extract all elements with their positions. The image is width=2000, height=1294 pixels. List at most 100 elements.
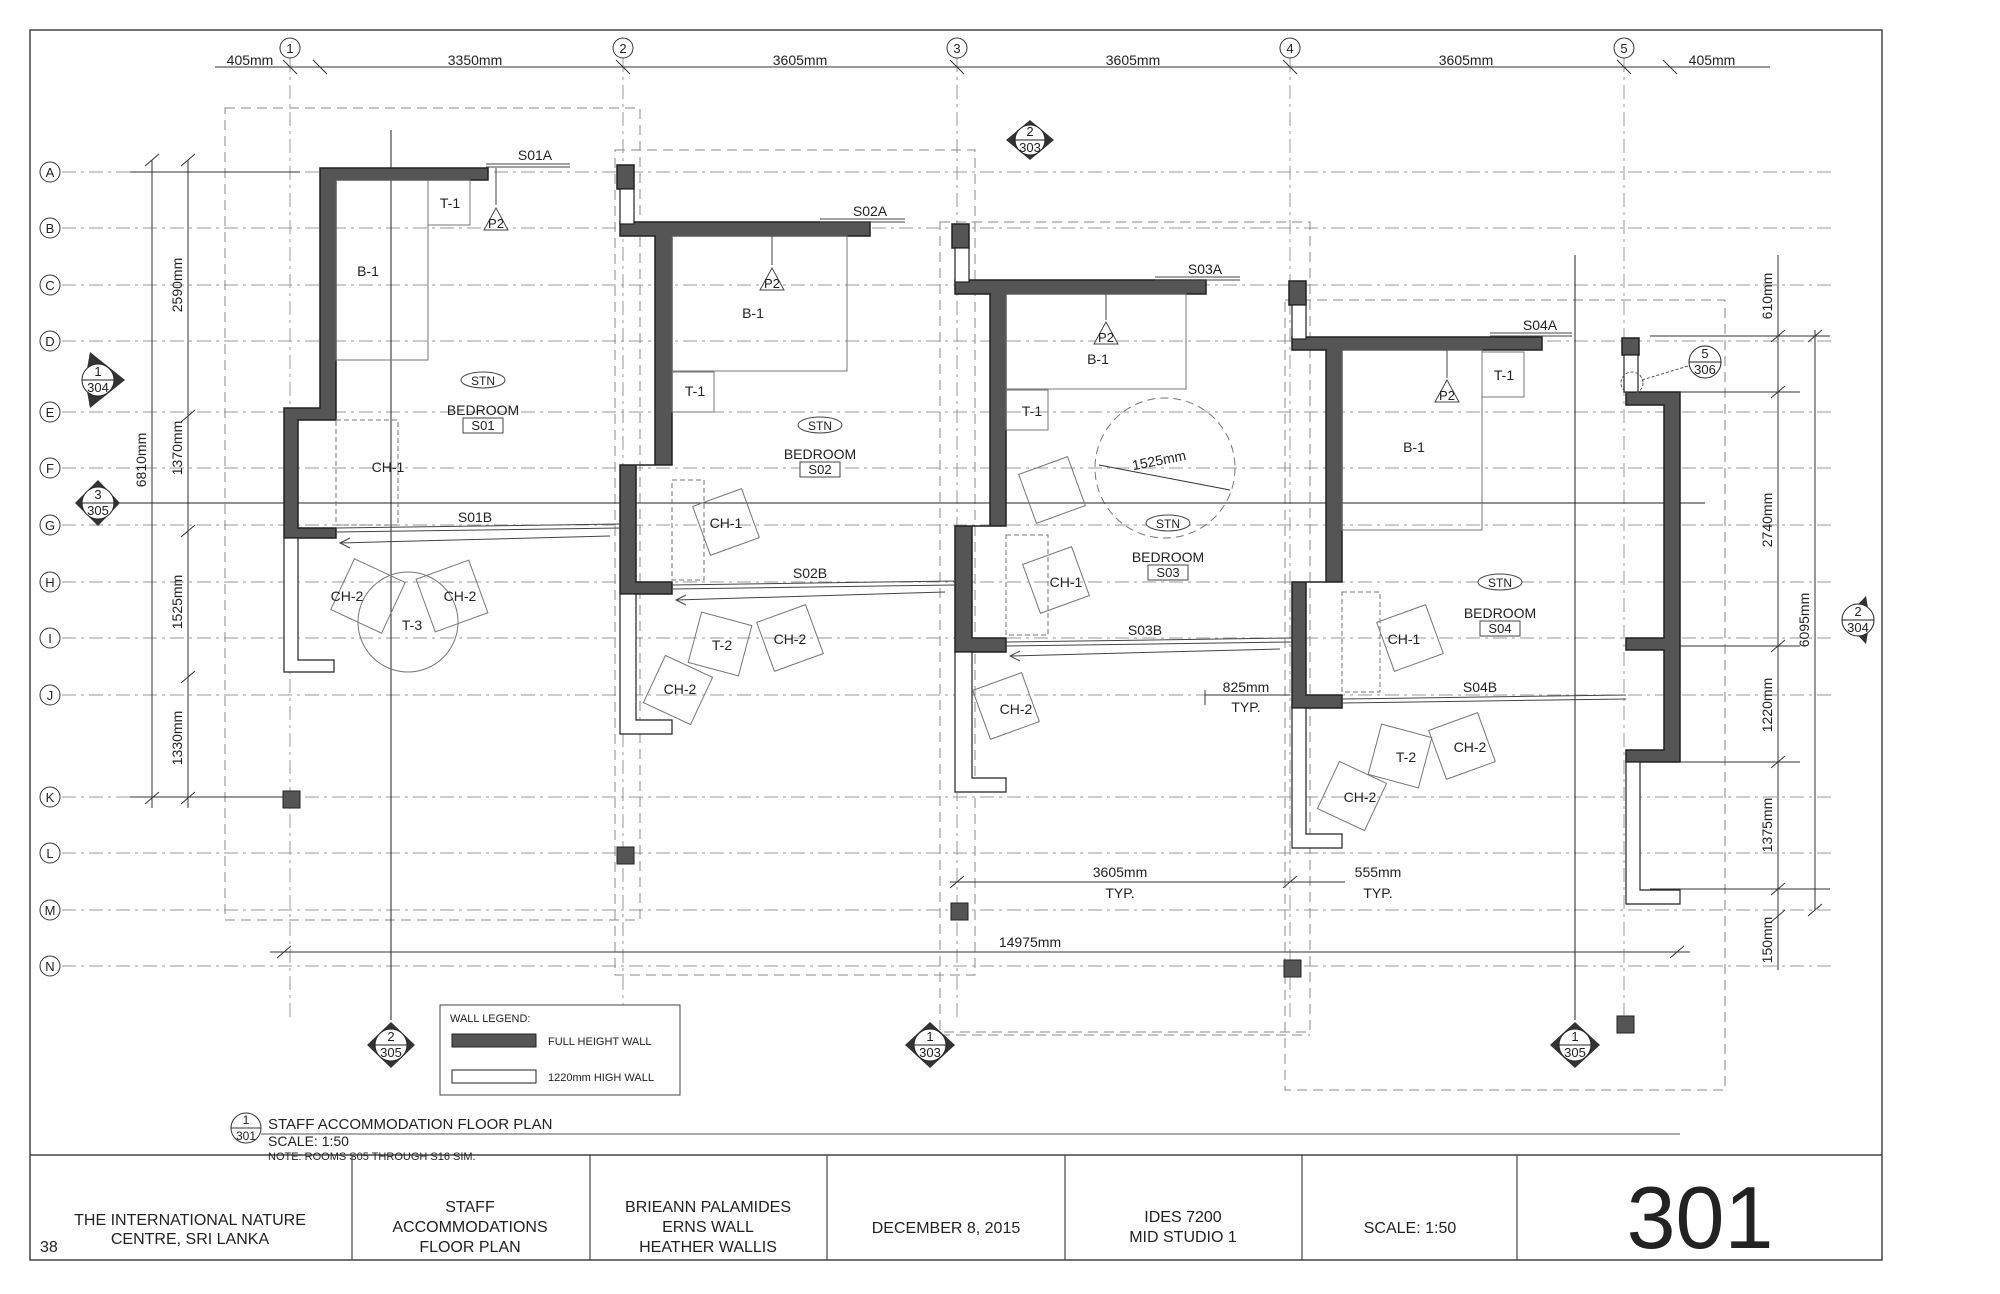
room-stn-s02: STN	[808, 419, 832, 433]
room-tag-s03: S03	[1156, 565, 1179, 580]
dim-right-150: 150mm	[1759, 917, 1775, 964]
room-stn-s03: STN	[1156, 517, 1180, 531]
grid-row-label-d: D	[45, 334, 54, 349]
dim-top-405-right: 405mm	[1689, 52, 1736, 68]
wall-room-s04	[1291, 336, 1543, 709]
left-dimension-lines	[130, 153, 300, 808]
svg-text:1: 1	[926, 1029, 933, 1044]
title-block-page-number: 38	[40, 1239, 58, 1256]
wall-legend-title: WALL LEGEND:	[450, 1013, 531, 1025]
dim-top-3605-b: 3605mm	[1106, 52, 1160, 68]
room-name-s01: BEDROOM	[447, 402, 519, 418]
section-marker-2-303: 2 303	[1006, 120, 1054, 160]
svg-text:2: 2	[1026, 124, 1033, 139]
furniture-label-ch1-s03: CH-1	[1050, 574, 1083, 590]
section-marker-5-306: 5 306	[1620, 345, 1722, 395]
window-tag-s04b: S04B	[1463, 679, 1497, 695]
furniture-label-ch1-s02: CH-1	[710, 515, 743, 531]
furniture-label-ch2a-s02: CH-2	[774, 631, 807, 647]
room-tag-s04: S04	[1488, 621, 1511, 636]
room-tag-s02: S02	[808, 462, 831, 477]
furniture-label-t2-s04: T-2	[1396, 749, 1416, 765]
plan-caption-ref-top: 1	[243, 1113, 250, 1127]
svg-text:5: 5	[1701, 346, 1708, 361]
wall-legend: WALL LEGEND: FULL HEIGHT WALL 1220mm HIG…	[439, 1004, 681, 1096]
plan-caption-note: NOTE: ROOMS S05 THROUGH S16 SIM.	[268, 1151, 476, 1163]
title-block-course-line1: IDES 7200	[1144, 1209, 1221, 1226]
window-tag-s03b: S03B	[1128, 622, 1162, 638]
dim-bottom-14975: 14975mm	[999, 934, 1061, 950]
svg-text:1: 1	[94, 364, 101, 379]
furniture-label-t1-s01: T-1	[440, 195, 460, 211]
column-right-top	[1621, 337, 1640, 356]
furniture-label-ch2a-s01: CH-2	[331, 588, 364, 604]
grid-row-label-j: J	[47, 688, 54, 703]
title-block-drawing-line1: STAFF	[445, 1199, 495, 1216]
furniture-label-b1-s02: B-1	[742, 305, 764, 321]
grid-col-label-5: 5	[1620, 41, 1627, 56]
column-s03-top	[951, 223, 970, 249]
title-block-project-line1: THE INTERNATIONAL NATURE	[74, 1212, 306, 1229]
dim-left-1330: 1330mm	[169, 711, 185, 765]
svg-text:305: 305	[87, 503, 109, 518]
plan-caption-scale: SCALE: 1:50	[268, 1133, 349, 1149]
title-block-author-1: BRIEANN PALAMIDES	[625, 1199, 791, 1216]
section-marker-2-304: 2 304	[1841, 596, 1875, 644]
svg-text:305: 305	[1564, 1045, 1586, 1060]
room-name-s03: BEDROOM	[1132, 549, 1204, 565]
window-tag-s01a: S01A	[518, 147, 553, 163]
svg-text:2: 2	[1854, 604, 1861, 619]
column-s04-top	[1288, 280, 1307, 306]
furniture-label-t1-s04: T-1	[1494, 367, 1514, 383]
furniture-label-t2-s02: T-2	[712, 637, 732, 653]
room-stn-s04: STN	[1488, 576, 1512, 590]
window-sliders	[335, 163, 1627, 704]
dim-bottom-3605-typ: 3605mm	[1093, 864, 1147, 880]
room-labels: STN BEDROOM S01 STN BEDROOM S02 STN BEDR…	[447, 371, 1536, 637]
wall-right-end	[1625, 391, 1681, 763]
svg-text:305: 305	[380, 1045, 402, 1060]
grid-row-label-e: E	[46, 405, 55, 420]
dim-left-2590: 2590mm	[169, 258, 185, 312]
grid-column-bubbles: 1 2 3 4 5	[279, 37, 1635, 59]
furniture-label-ch2-s03: CH-2	[1000, 701, 1033, 717]
dim-right-1220: 1220mm	[1759, 678, 1775, 732]
title-block-scale: SCALE: 1:50	[1364, 1220, 1457, 1237]
grid-row-label-l: L	[46, 846, 53, 861]
grid-col-label-3: 3	[953, 41, 960, 56]
dim-door-825: 825mm	[1223, 679, 1270, 695]
section-marker-2-305: 2 305	[367, 1022, 415, 1068]
window-tag-s02b: S02B	[793, 565, 827, 581]
dim-right-1375: 1375mm	[1759, 798, 1775, 852]
dim-top-3605-a: 3605mm	[773, 52, 827, 68]
grid-row-label-a: A	[46, 165, 55, 180]
grid-bubble-3	[946, 37, 968, 59]
furniture-label-b1-s03: B-1	[1087, 351, 1109, 367]
structural-columns	[282, 790, 1635, 1034]
furniture-label-ch2b-s04: CH-2	[1344, 789, 1377, 805]
dim-right-2740: 2740mm	[1759, 493, 1775, 547]
dim-left-6810: 6810mm	[133, 433, 149, 487]
svg-text:1: 1	[1571, 1029, 1578, 1044]
svg-text:304: 304	[87, 380, 109, 395]
section-marker-3-305: 3 305	[75, 480, 120, 526]
svg-text:304: 304	[1847, 620, 1869, 635]
top-dimension-line	[215, 59, 1770, 75]
room-name-s02: BEDROOM	[784, 446, 856, 462]
grid-bubble-2	[612, 37, 634, 59]
dim-top-3350: 3350mm	[448, 52, 502, 68]
pendant-lights	[483, 168, 1460, 403]
grid-col-label-1: 1	[286, 41, 293, 56]
grid-row-label-i: I	[48, 631, 52, 646]
dim-door-825-typ: TYP.	[1231, 699, 1260, 715]
pendant-label-s01: P2	[488, 216, 504, 231]
dim-left-1370: 1370mm	[169, 421, 185, 475]
dim-bottom-555-typ-label: TYP.	[1363, 885, 1392, 901]
section-marker-1-305: 1 305	[1550, 1022, 1600, 1068]
room-name-s04: BEDROOM	[1464, 605, 1536, 621]
grid-row-label-f: F	[46, 461, 54, 476]
low-walls	[283, 188, 1681, 905]
grid-bubble-4	[1279, 37, 1301, 59]
pendant-label-s04: P2	[1439, 388, 1455, 403]
